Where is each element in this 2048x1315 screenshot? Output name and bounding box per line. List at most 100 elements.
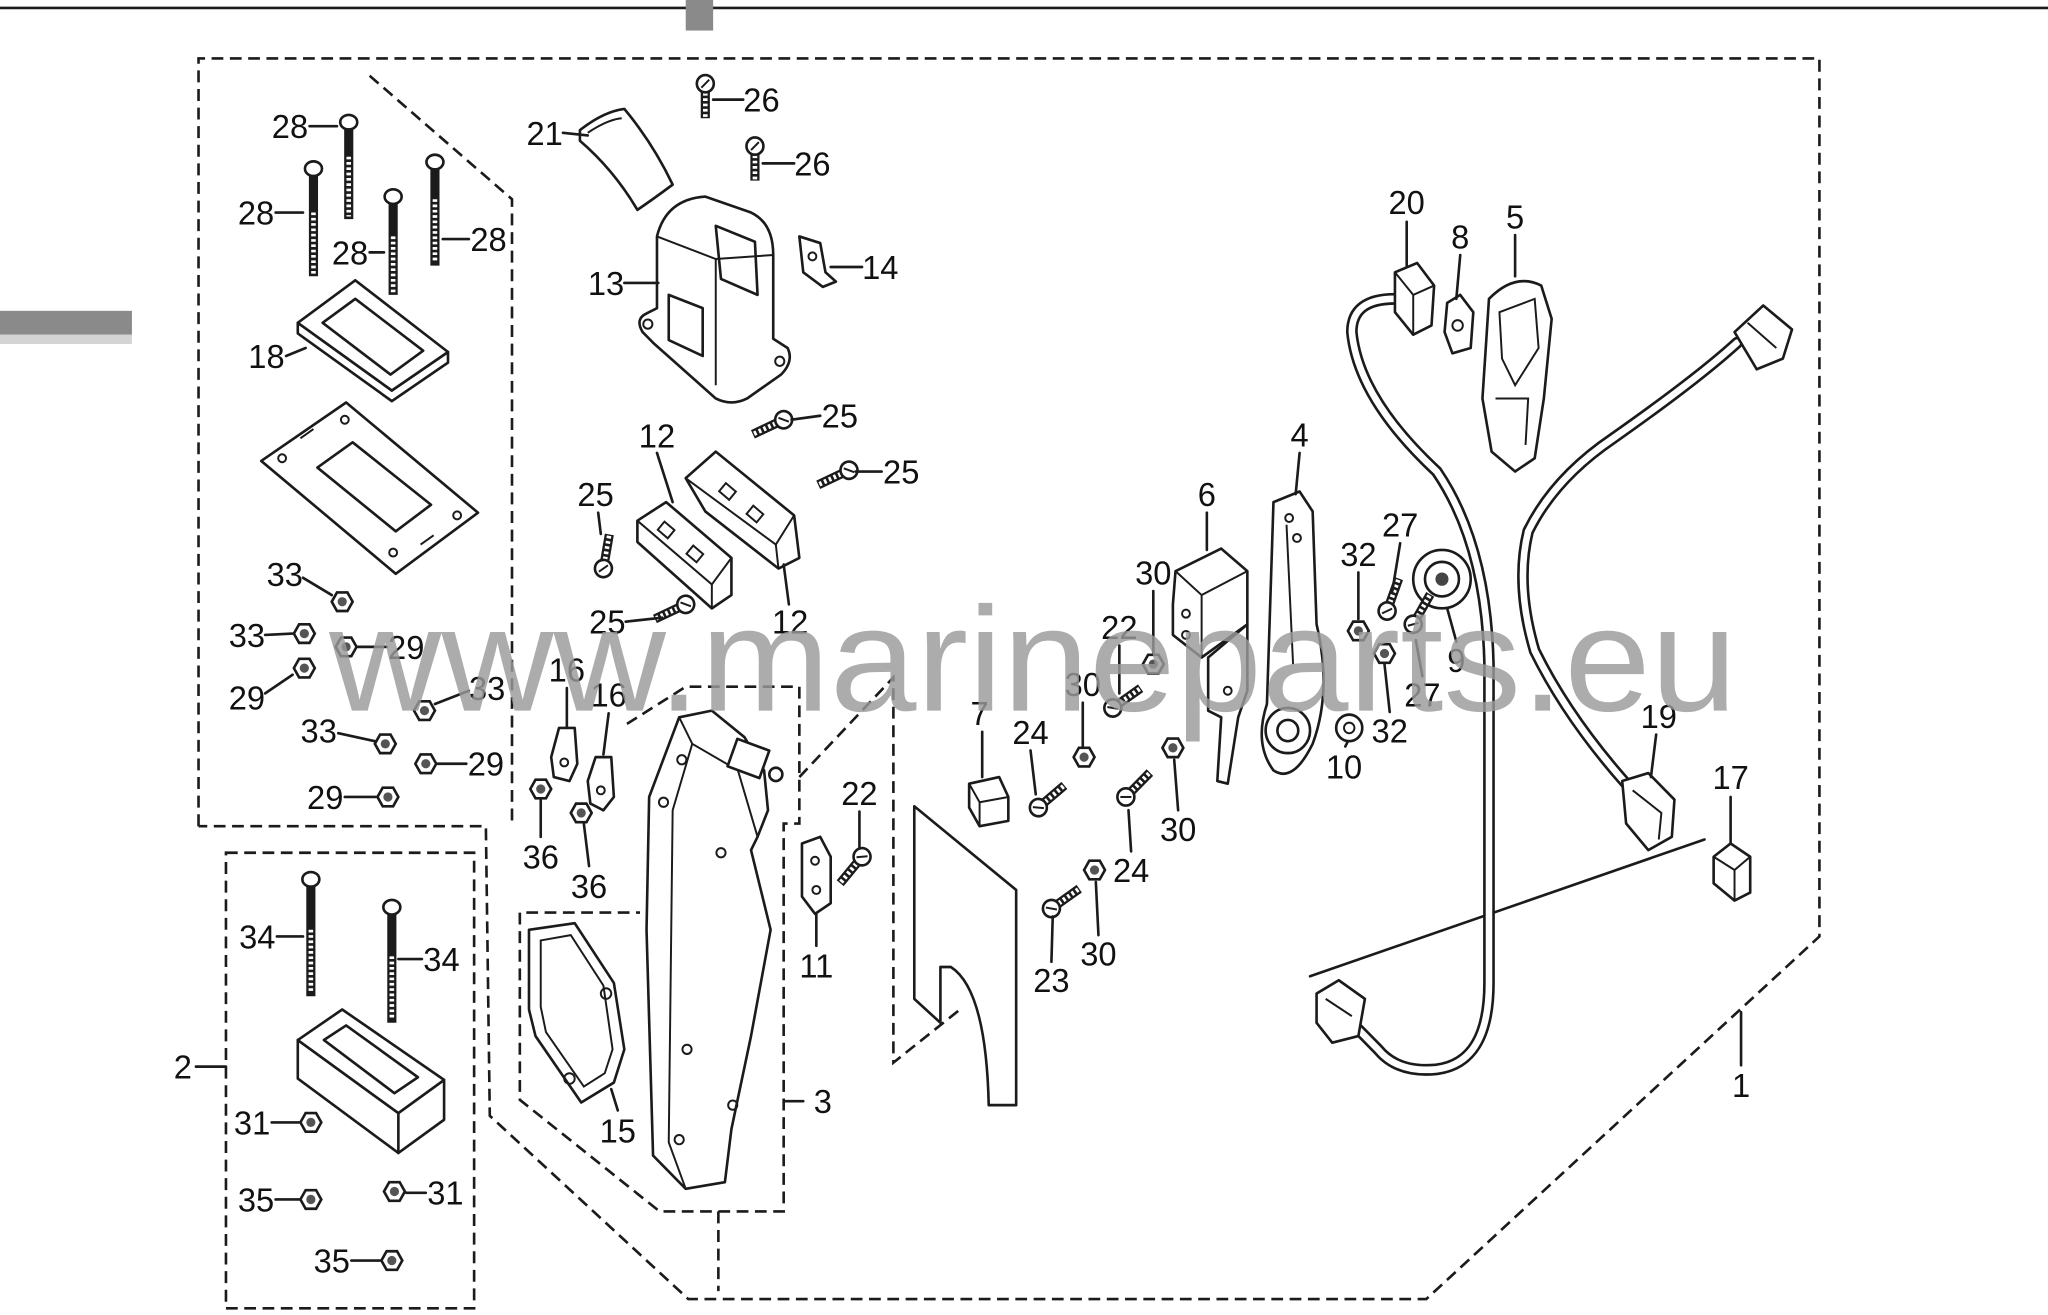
mount-block: [296, 1008, 446, 1155]
callout-14: 14: [862, 249, 898, 286]
screw-22: [834, 845, 874, 889]
nut-36: [528, 778, 553, 800]
callout-10: 10: [1326, 748, 1362, 785]
screw-25: [815, 459, 861, 493]
connector-lower: [1315, 978, 1367, 1045]
cover-plate-lower: [912, 804, 1018, 1107]
callout-16: 16: [590, 676, 626, 713]
bolt-28: [425, 153, 445, 266]
nut-29: [292, 657, 317, 679]
callout-25: 25: [822, 397, 858, 434]
callout-33: 33: [267, 556, 303, 593]
clip-16: [549, 726, 579, 783]
callout-24: 24: [1012, 714, 1048, 751]
callout-23: 23: [1033, 962, 1069, 999]
callout-24: 24: [1113, 852, 1149, 889]
callout-8: 8: [1451, 218, 1469, 255]
bolt-28: [338, 113, 359, 220]
box-group-boundary: [518, 685, 801, 1213]
callout-22: 22: [1101, 609, 1137, 646]
connector-plug: [1733, 304, 1794, 371]
bracket-11: [800, 835, 832, 916]
callout-5: 5: [1506, 198, 1524, 235]
callout-25: 25: [577, 476, 613, 513]
callout-35: 35: [314, 1242, 350, 1279]
screw-26: [697, 75, 714, 118]
callout-26: 26: [743, 81, 779, 118]
nut-29: [414, 753, 438, 775]
bolt-28: [383, 187, 403, 295]
callout-34: 34: [239, 918, 275, 955]
screw-25: [594, 533, 618, 579]
callout-32: 32: [1372, 712, 1408, 749]
callout-26: 26: [794, 145, 830, 182]
top-marker: [685, 0, 714, 31]
callout-31: 31: [234, 1104, 270, 1141]
cover-kit-boundary: [368, 74, 514, 827]
callout-30: 30: [1065, 666, 1101, 703]
callout-30: 30: [1080, 935, 1116, 972]
callout-28: 28: [470, 221, 506, 258]
nut-35: [299, 1188, 323, 1211]
callout-12: 12: [639, 417, 675, 454]
nut-31: [299, 1111, 323, 1134]
lever-4: [1260, 490, 1325, 776]
nut-31: [382, 1180, 407, 1203]
callout-29: 29: [307, 779, 343, 816]
nut-30: [1082, 859, 1107, 881]
callout-20: 20: [1389, 184, 1425, 221]
callout-25: 25: [589, 603, 625, 640]
callout-36: 36: [523, 838, 559, 875]
connector-20: [1393, 261, 1436, 337]
callout-35: 35: [238, 1181, 274, 1218]
screw-25: [749, 408, 795, 442]
side-marker-shadow: [0, 334, 132, 345]
bracket-12: [636, 500, 733, 610]
callout-4: 4: [1291, 416, 1309, 453]
callout-32: 32: [1340, 536, 1376, 573]
callout-33: 33: [229, 617, 265, 654]
cap-8: [1443, 293, 1475, 355]
nut-33: [292, 622, 317, 645]
connector-19: [1620, 771, 1676, 852]
callout-6: 6: [1198, 476, 1216, 513]
callout-31: 31: [427, 1175, 463, 1212]
callout-29: 29: [229, 679, 265, 716]
callout-30: 30: [1160, 811, 1196, 848]
callout-17: 17: [1712, 759, 1748, 796]
bolt-34: [301, 870, 321, 997]
callout-1: 1: [1732, 1067, 1750, 1104]
callout-11: 11: [799, 947, 833, 984]
cover-strip-21: [578, 107, 674, 212]
holder-5: [1481, 279, 1553, 473]
nut-30: [1072, 746, 1096, 768]
plate-group-boundary: [798, 674, 961, 1066]
callout-12: 12: [772, 603, 808, 640]
leader-lines: [194, 98, 1743, 1262]
callout-30: 30: [1135, 554, 1171, 591]
watermark-text: www.marineparts.eu: [328, 577, 1737, 743]
callout-15: 15: [600, 1112, 636, 1149]
screw-23: [1040, 882, 1085, 921]
nut-36: [569, 802, 594, 824]
callout-29: 29: [388, 629, 424, 666]
housing-13: [638, 195, 792, 404]
callout-25: 25: [883, 453, 919, 490]
callout-33: 33: [301, 712, 337, 749]
callout-18: 18: [248, 338, 284, 375]
cover-plate: [259, 401, 480, 576]
harness-cable-core: [1348, 295, 1493, 1074]
clip-16: [586, 755, 616, 812]
callout-36: 36: [571, 868, 607, 905]
bolt-34: [382, 898, 402, 1023]
callout-7: 7: [971, 695, 989, 732]
callout-3: 3: [814, 1083, 832, 1120]
bracket-12: [684, 450, 801, 570]
screw-26: [746, 137, 763, 180]
nut-35: [380, 1249, 404, 1272]
harness-reference-line: [1308, 838, 1706, 978]
cap-17: [1712, 842, 1752, 902]
screw-24: [1114, 766, 1156, 809]
callout-29: 29: [468, 745, 504, 782]
